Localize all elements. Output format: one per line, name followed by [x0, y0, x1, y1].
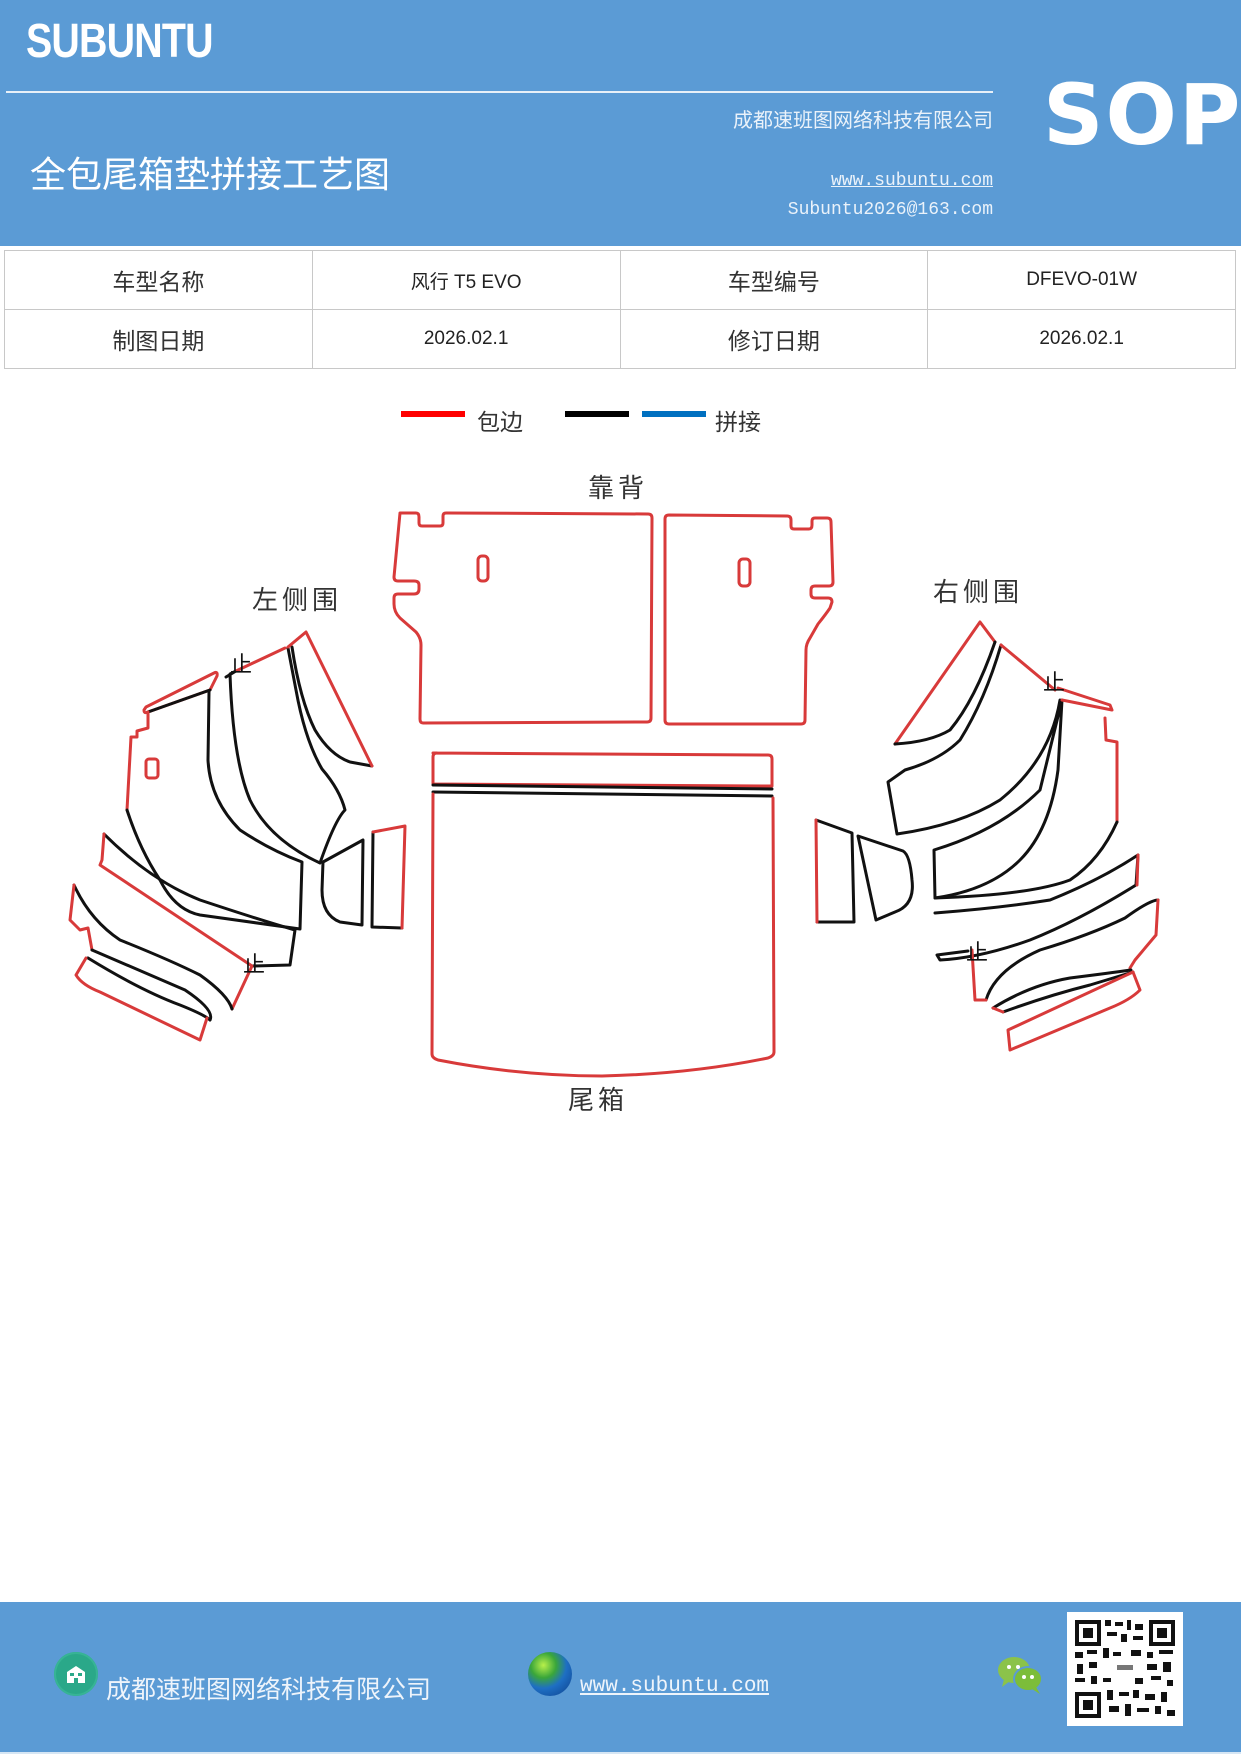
- right-lower-3: [991, 968, 1133, 1010]
- page-header: SUBUNTU 全包尾箱垫拼接工艺图 成都速班图网络科技有限公司 www.sub…: [0, 0, 1241, 246]
- header-divider: [6, 91, 993, 93]
- sop-badge: SOP: [1043, 66, 1241, 164]
- stop-marker: 止: [243, 953, 265, 978]
- table-row: 制图日期 2026.02.1 修订日期 2026.02.1: [4, 309, 1236, 369]
- right-lower-2: [984, 898, 1160, 1002]
- model-code-label: 车型编号: [619, 250, 929, 310]
- left-main-upper: [125, 710, 150, 812]
- vehicle-info-table: 车型名称 风行 T5 EVO 车型编号 DFEVO-01W 制图日期 2026.…: [4, 250, 1236, 369]
- left-top-strip-seam: [146, 688, 212, 714]
- label-trunk: 尾箱: [568, 1086, 629, 1116]
- label-backrest: 靠背: [588, 474, 649, 504]
- right-panel-3: [932, 698, 1064, 900]
- right-outer-edge: [1103, 716, 1119, 824]
- right-panel-2: [886, 643, 1062, 836]
- legend-blue-line: [642, 411, 706, 417]
- left-small-a: [320, 838, 365, 927]
- model-code-value: DFEVO-01W: [927, 250, 1236, 310]
- trunk-seam-line: [431, 783, 774, 791]
- brand-logo: SUBUNTU: [26, 15, 213, 68]
- stop-marker: 止: [966, 941, 988, 966]
- globe-icon: [528, 1652, 572, 1696]
- drawing-date-value: 2026.02.1: [311, 309, 621, 369]
- left-panel-3: [290, 645, 374, 768]
- right-small-b: [856, 834, 914, 922]
- table-row: 车型名称 风行 T5 EVO 车型编号 DFEVO-01W: [4, 250, 1236, 310]
- trunk-main-panel: [430, 792, 776, 1078]
- header-company-name: 成都速班图网络科技有限公司: [733, 108, 993, 132]
- header-website-link[interactable]: www.subuntu.com: [830, 171, 993, 191]
- mat-pattern-diagram: 止 止 止 止: [68, 511, 1160, 1078]
- building-icon: [54, 1652, 98, 1696]
- stop-marker: 止: [1043, 671, 1065, 696]
- page-title: 全包尾箱垫拼接工艺图: [30, 155, 391, 196]
- header-email: Subuntu2026@163.com: [787, 200, 993, 220]
- left-small-b-red: [371, 824, 407, 930]
- right-panel-2-red: [999, 643, 1057, 692]
- right-lower-4: [1001, 970, 1135, 1014]
- left-lower-4: [86, 956, 212, 1022]
- left-lower-1-red: [98, 832, 254, 1011]
- left-bottom-strip: [74, 956, 209, 1042]
- label-right-side: 右侧围: [933, 578, 1024, 608]
- footer-company-name: 成都速班图网络科技有限公司: [106, 1675, 432, 1704]
- left-lower-2: [72, 883, 234, 1011]
- wechat-icon: [996, 1654, 1044, 1696]
- stop-marker: 止: [230, 653, 252, 678]
- model-name-value: 风行 T5 EVO: [311, 250, 621, 310]
- left-panel-2: [224, 646, 347, 865]
- page-footer: 成都速班图网络科技有限公司 www.subuntu.com: [0, 1602, 1241, 1754]
- right-small-a: [814, 818, 856, 924]
- left-panel-2-red: [234, 646, 287, 673]
- right-top-panel-red: [893, 620, 997, 746]
- backrest-left-slot: [476, 554, 490, 583]
- right-small-a-red: [814, 818, 819, 924]
- right-top-strip: [1056, 686, 1114, 712]
- left-lower-2-red: [68, 883, 94, 952]
- revision-date-label: 修订日期: [619, 309, 929, 369]
- right-bottom-strip: [991, 970, 1142, 1052]
- right-lower-1-red: [1135, 853, 1140, 887]
- legend-red-line: [401, 411, 465, 417]
- footer-website-link[interactable]: www.subuntu.com: [580, 1675, 770, 1698]
- trunk-top-strip: [431, 751, 774, 788]
- label-left-side: 左侧围: [252, 586, 343, 616]
- legend-label-edge: 包边: [477, 410, 523, 436]
- backrest-right-panel: [663, 513, 835, 726]
- left-lower-3: [90, 948, 213, 1022]
- revision-date-value: 2026.02.1: [927, 309, 1236, 369]
- drawing-date-label: 制图日期: [4, 309, 313, 369]
- left-small-b: [370, 830, 404, 930]
- model-name-label: 车型名称: [4, 250, 313, 310]
- legend: 包边 拼接: [0, 403, 1241, 443]
- trunk-seam-line-2: [431, 790, 774, 798]
- left-panel-3-red: [286, 630, 374, 768]
- right-top-panel: [893, 640, 997, 746]
- backrest-right-slot: [737, 557, 752, 588]
- legend-black-line: [565, 411, 629, 417]
- right-outer-seam: [933, 820, 1119, 900]
- backrest-left-panel: [392, 511, 654, 725]
- left-side-slot: [144, 757, 160, 780]
- left-lower-1: [102, 832, 297, 968]
- left-main-seam: [125, 690, 304, 931]
- legend-label-seam: 拼接: [715, 410, 761, 436]
- qr-code[interactable]: [1067, 1612, 1183, 1726]
